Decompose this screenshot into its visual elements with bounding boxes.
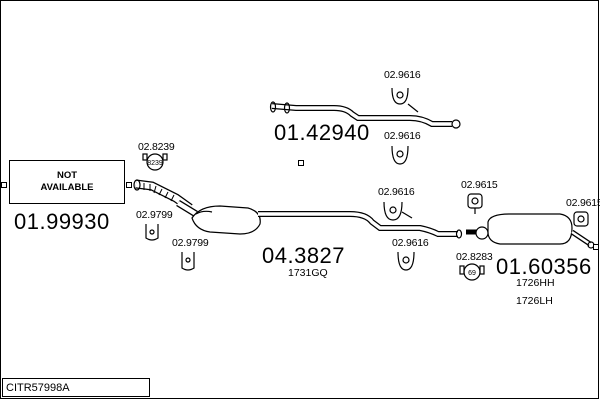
not-available-line2: AVAILABLE bbox=[40, 182, 94, 193]
clamp-rear: 69 bbox=[459, 263, 485, 281]
svg-text:8239: 8239 bbox=[147, 160, 163, 167]
reference-code-box: CITR57998A bbox=[2, 378, 150, 397]
part-number-rear-silencer: 01.60356 bbox=[496, 254, 592, 279]
fitting-front-hanger-a: 02.9799 bbox=[136, 209, 173, 221]
hanger-front-clamp: 8239 bbox=[142, 153, 168, 171]
fitting-mid-hanger: 02.9616 bbox=[378, 186, 415, 198]
fitting-tail-hanger-top: 02.9616 bbox=[384, 69, 421, 81]
hanger-mid bbox=[383, 201, 413, 221]
not-available-box: NOT AVAILABLE bbox=[9, 160, 125, 204]
sub-code-middle-silencer: 1731GQ bbox=[288, 267, 328, 279]
sub-code-rear-silencer-2: 1726LH bbox=[516, 295, 553, 307]
anchor-left bbox=[1, 182, 7, 188]
fitting-rear-hanger: 02.9615 bbox=[566, 197, 600, 209]
ring-rear bbox=[467, 193, 483, 214]
hanger-mid-low bbox=[397, 251, 415, 271]
sub-code-rear-silencer-1: 1726HH bbox=[516, 277, 555, 289]
hanger-front-a bbox=[145, 224, 159, 241]
hanger-front-b bbox=[181, 252, 195, 271]
anchor-mid-1 bbox=[298, 160, 304, 166]
not-available-line1: NOT bbox=[56, 170, 78, 181]
fitting-rear-ring: 02.9615 bbox=[461, 179, 498, 191]
fitting-tail-hanger-mid: 02.9616 bbox=[384, 130, 421, 142]
hanger-tail-top bbox=[391, 87, 419, 113]
tail-pipe-drawing bbox=[269, 101, 461, 129]
anchor-mid-2 bbox=[126, 182, 132, 188]
fitting-front-hanger-b: 02.9799 bbox=[172, 237, 209, 249]
front-pipe-drawing bbox=[133, 179, 198, 217]
hanger-rear bbox=[573, 211, 589, 227]
svg-text:69: 69 bbox=[468, 270, 476, 277]
rear-silencer-drawing bbox=[466, 213, 595, 249]
middle-silencer-drawing bbox=[191, 205, 463, 239]
fitting-rear-clamp: 02.8283 bbox=[456, 251, 493, 263]
part-number-middle-silencer: 04.3827 bbox=[262, 243, 346, 268]
reference-code: CITR57998A bbox=[6, 382, 70, 394]
fitting-front-clamp: 02.8239 bbox=[138, 141, 175, 153]
fitting-mid-hanger-low: 02.9616 bbox=[392, 237, 429, 249]
anchor-right bbox=[593, 244, 599, 250]
part-number-front-pipe: 01.99930 bbox=[14, 209, 110, 234]
part-number-tail-pipe: 01.42940 bbox=[274, 120, 370, 145]
hanger-tail-mid bbox=[391, 145, 409, 165]
